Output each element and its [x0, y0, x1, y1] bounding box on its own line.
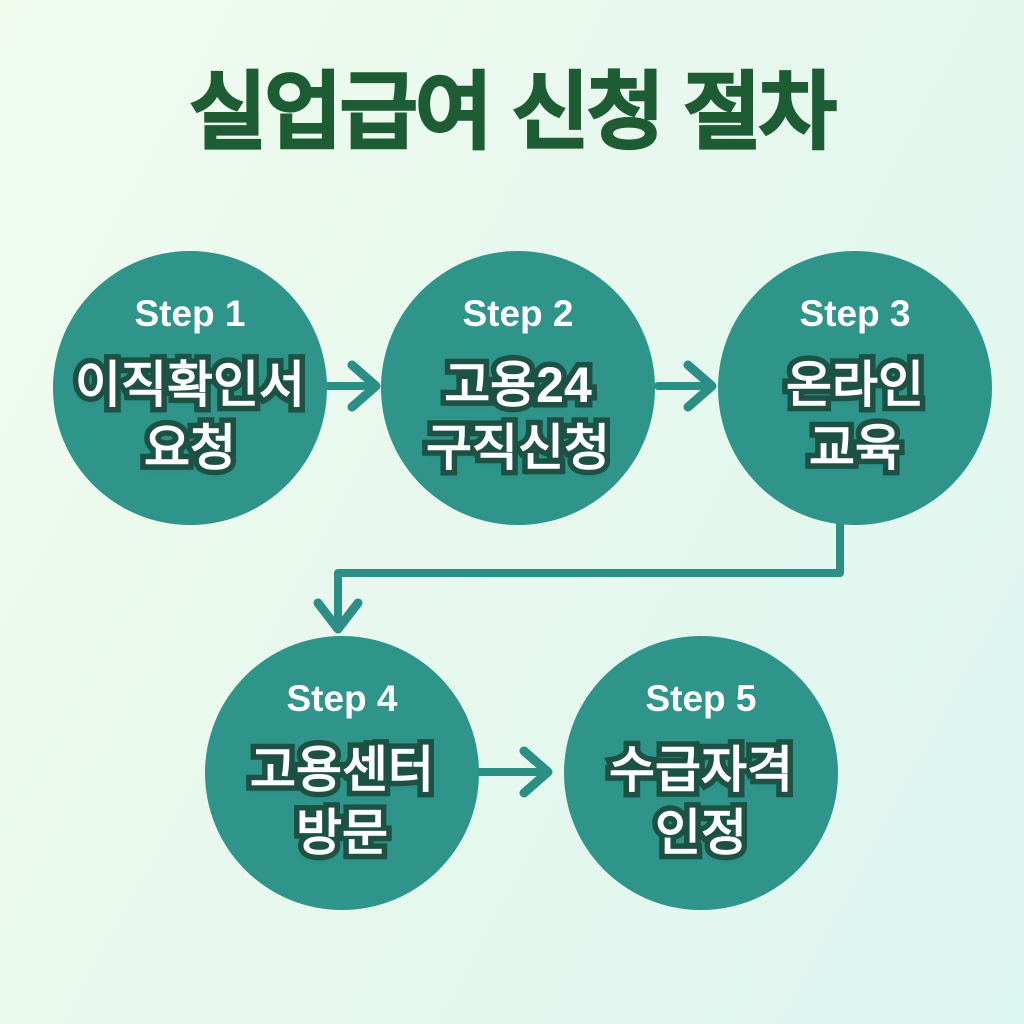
step-label: Step 2 [462, 293, 574, 334]
step-text-line: 수급자격 수급자격 [604, 737, 799, 804]
step-node-2: Step 2 고용24 고용24 구직신청 구직신청 [381, 251, 655, 525]
step-label: Step 4 [286, 678, 398, 719]
step-text-line: 방문 방문 [291, 800, 394, 867]
step-label: Step 3 [799, 293, 911, 334]
step-label: Step 5 [645, 678, 757, 719]
step-text-line: 교육 교육 [804, 415, 907, 482]
step-node-3: Step 3 온라인 온라인 교육 교육 [718, 251, 992, 525]
step-node-5: Step 5 수급자격 수급자격 인정 인정 [564, 636, 838, 910]
page-title: 실업급여 신청 절차 [188, 64, 837, 159]
step-text-line: 인정 인정 [650, 800, 753, 867]
step-text-line: 온라인 온라인 [781, 352, 930, 419]
step-text-line: 이직확인서 이직확인서 [70, 352, 311, 419]
arrow-step2-to-step3 [654, 360, 717, 412]
step-node-4: Step 4 고용센터 고용센터 방문 방문 [205, 636, 479, 910]
arrow-step3-to-step4 [313, 512, 844, 634]
arrow-step4-to-step5 [466, 746, 553, 798]
step-text-line: 구직신청 구직신청 [421, 415, 616, 482]
step-text-line: 요청 요청 [139, 415, 242, 482]
step-text-line: 고용24 고용24 [439, 352, 598, 419]
step-label: Step 1 [134, 293, 246, 334]
step-text-line: 고용센터 고용센터 [245, 737, 440, 804]
arrow-step1-to-step2 [318, 360, 381, 412]
step-node-1: Step 1 이직확인서 이직확인서 요청 요청 [53, 251, 327, 525]
